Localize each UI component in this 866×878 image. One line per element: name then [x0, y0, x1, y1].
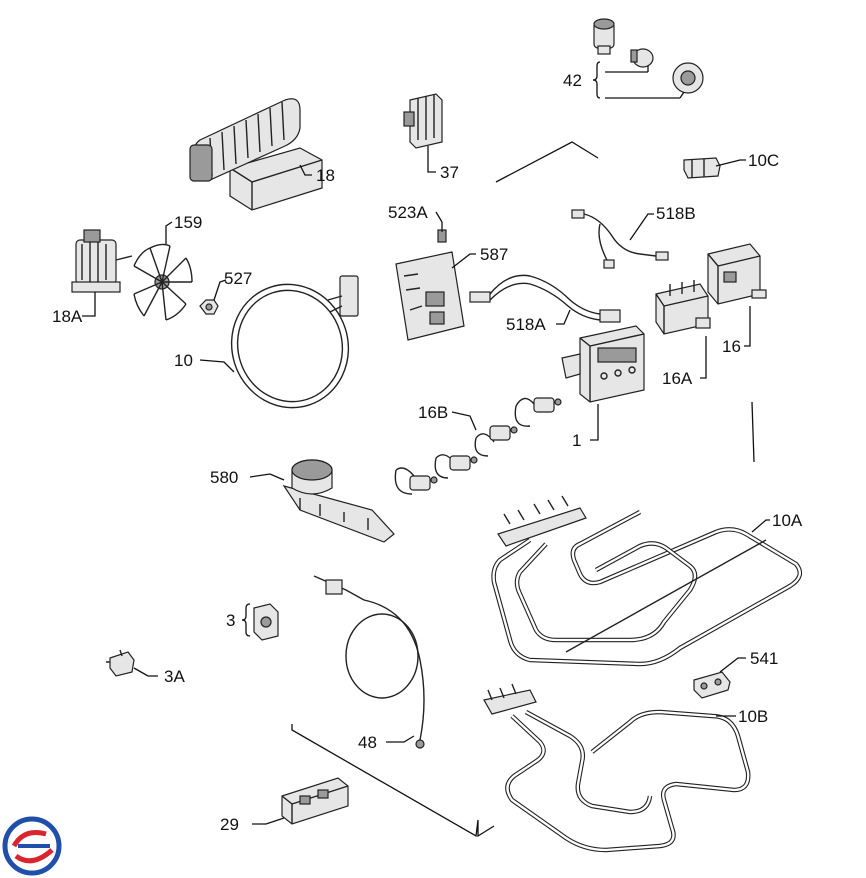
- part-37-bracket[interactable]: [403, 93, 443, 149]
- part-159-fan-impeller[interactable]: [133, 243, 193, 321]
- leader-541: [719, 657, 746, 673]
- label-42: 42: [563, 71, 582, 90]
- leader-18a: [82, 292, 96, 317]
- label-518a: 518A: [506, 315, 546, 334]
- label-18: 18: [316, 166, 335, 185]
- label-159: 159: [174, 213, 202, 232]
- part-527-nut[interactable]: [199, 299, 219, 315]
- guide-line-right: [751, 401, 755, 463]
- part-518a-ribbon-cable[interactable]: [469, 274, 621, 323]
- label-518b: 518B: [656, 204, 696, 223]
- label-10c: 10C: [748, 151, 779, 170]
- brand-logo: [2, 816, 62, 876]
- label-3: 3: [226, 611, 235, 630]
- label-48: 48: [358, 733, 377, 752]
- leader-580: [249, 473, 285, 481]
- label-1: 1: [572, 431, 581, 450]
- part-16b-thermostats[interactable]: [394, 397, 562, 495]
- part-580-motor[interactable]: [282, 459, 395, 543]
- label-10a: 10A: [772, 511, 803, 530]
- label-16a: 16A: [662, 369, 693, 388]
- leader-48: [386, 735, 415, 743]
- leader-159: [165, 221, 173, 244]
- leader-18: [299, 164, 312, 176]
- part-16a-switch[interactable]: [655, 280, 711, 335]
- leader-527: [213, 279, 227, 301]
- label-10b: 10B: [738, 707, 768, 726]
- part-3a-clip[interactable]: [106, 649, 135, 677]
- leader-1: [590, 404, 599, 441]
- label-37: 37: [440, 163, 459, 182]
- leader-518a: [556, 309, 571, 325]
- part-18-tangential-fan[interactable]: [189, 98, 323, 211]
- label-18a: 18A: [52, 307, 83, 326]
- label-3a: 3A: [164, 667, 185, 686]
- leader-523a: [435, 211, 443, 223]
- label-541: 541: [750, 649, 778, 668]
- part-10-circular-element[interactable]: [216, 269, 365, 423]
- leader-16b: [451, 411, 477, 431]
- leader-3: [241, 603, 251, 637]
- leader-3a: [133, 667, 158, 677]
- part-16-switch[interactable]: [707, 243, 767, 305]
- guide-line-bottom: [291, 724, 495, 838]
- leader-37: [427, 146, 436, 173]
- part-42-lamp-assembly[interactable]: [593, 18, 704, 94]
- label-580: 580: [210, 468, 238, 487]
- part-523a-screw[interactable]: [437, 222, 447, 243]
- leader-16a: [700, 336, 707, 379]
- part-541-connector[interactable]: [693, 671, 731, 699]
- leader-10: [199, 359, 235, 373]
- label-16: 16: [722, 337, 741, 356]
- leader-587: [451, 253, 476, 269]
- leader-10a: [751, 519, 770, 533]
- part-10b-heating-element[interactable]: [483, 683, 751, 853]
- leader-42: [592, 61, 685, 99]
- leader-29: [252, 817, 285, 825]
- part-10c-clip[interactable]: [683, 157, 721, 179]
- part-587-control-board[interactable]: [395, 251, 465, 341]
- part-1-timer-display[interactable]: [561, 325, 645, 403]
- guide-line-top: [495, 141, 599, 183]
- part-18a-fan-motor[interactable]: [71, 229, 133, 293]
- label-587: 587: [480, 245, 508, 264]
- part-10a-double-heating-element[interactable]: [491, 495, 803, 667]
- leader-10c: [715, 159, 746, 167]
- label-527: 527: [224, 269, 252, 288]
- part-29-block[interactable]: [281, 777, 349, 825]
- part-518b-cable[interactable]: [571, 209, 669, 269]
- label-16b: 16B: [418, 403, 448, 422]
- part-3-clip[interactable]: [253, 603, 279, 641]
- part-48-probe[interactable]: [313, 575, 425, 749]
- label-29: 29: [220, 815, 239, 834]
- leader-16: [744, 306, 751, 347]
- label-10: 10: [174, 351, 193, 370]
- leader-518b: [629, 213, 654, 241]
- label-523a: 523A: [388, 203, 428, 222]
